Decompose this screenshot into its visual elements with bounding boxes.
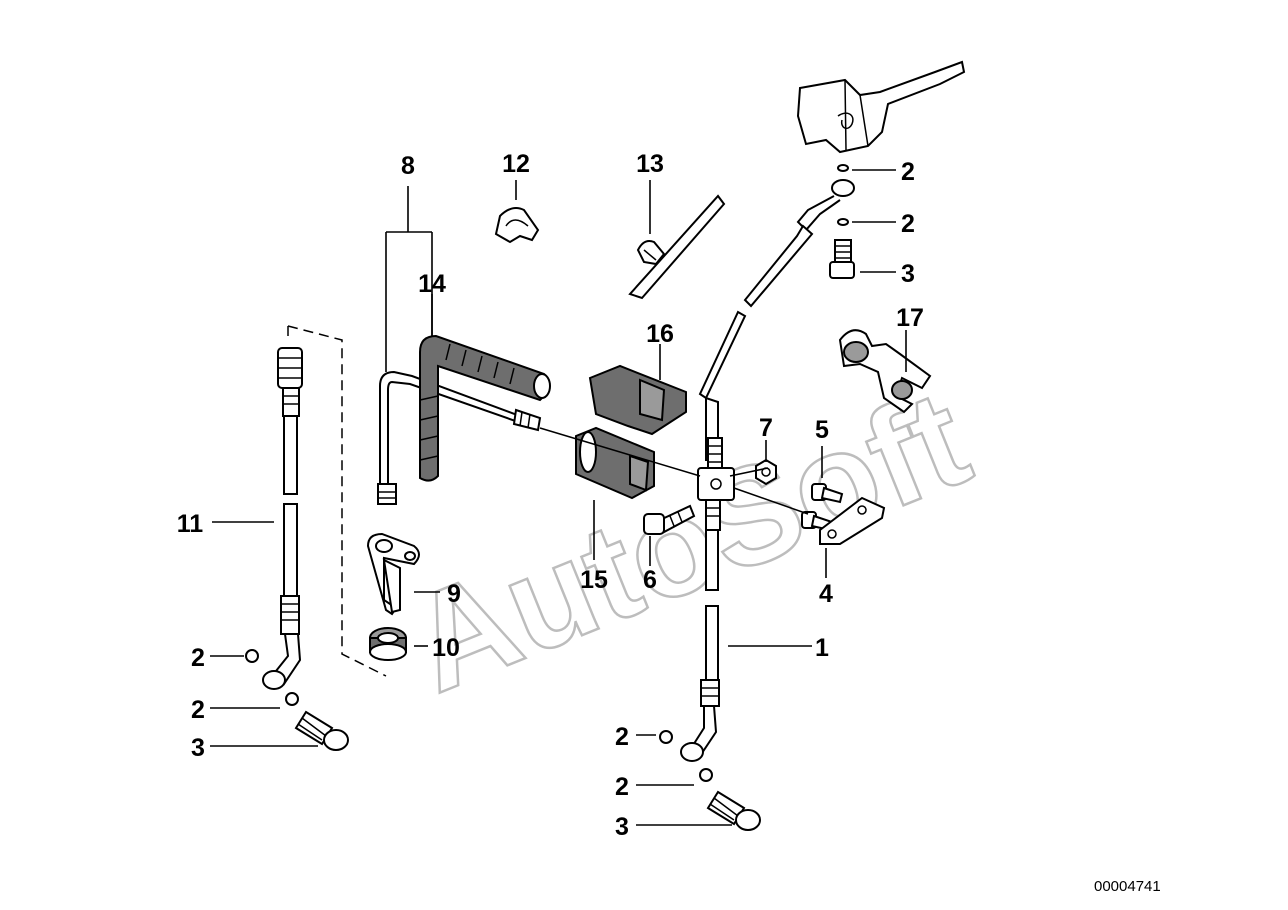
grommet: [369, 627, 407, 661]
callout-2-top-a: 2: [901, 158, 915, 186]
callout-17: 17: [896, 304, 924, 332]
callout-3-top: 3: [901, 260, 915, 288]
callout-14: 14: [418, 270, 446, 298]
callout-15: 15: [580, 566, 608, 594]
callout-9: 9: [447, 580, 461, 608]
leader-lines: [210, 169, 907, 826]
assembly-bracket-dashed: [287, 325, 387, 677]
brake-hose-left: [262, 347, 303, 690]
rubber-holder-16: [588, 364, 687, 436]
banjo-bolt-left: [294, 710, 349, 751]
callout-2-top-b: 2: [901, 210, 915, 238]
banjo-bolt-bottom-right: [706, 790, 761, 831]
callout-3-left: 3: [191, 734, 205, 762]
bracket-4: [819, 496, 886, 545]
clamp-17: [838, 329, 932, 414]
callout-7: 7: [759, 414, 773, 442]
seal-ring-top-2: [837, 218, 849, 226]
callout-1: 1: [815, 634, 829, 662]
callout-2-left-a: 2: [191, 644, 205, 672]
brake-hose-upper: [698, 224, 814, 400]
t-piece-distributor: [697, 467, 735, 531]
callout-5: 5: [815, 416, 829, 444]
callout-11: 11: [177, 510, 204, 538]
callout-6: 6: [643, 566, 657, 594]
callout-13: 13: [636, 150, 664, 178]
watermark: AutoSoft: [390, 361, 988, 722]
callout-4: 4: [819, 580, 833, 608]
callout-16: 16: [646, 320, 674, 348]
seal-ring-bottom-right-1: [659, 730, 673, 744]
callout-2-left-b: 2: [191, 696, 205, 724]
reference-number: 00004741: [1094, 878, 1161, 895]
banjo-bolt-top: [829, 239, 855, 279]
callout-2-right-b: 2: [615, 773, 629, 801]
callout-10: 10: [432, 634, 460, 662]
hex-nut: [755, 458, 777, 486]
seal-ring-left-1: [245, 649, 259, 663]
protective-sleeve: [419, 334, 551, 482]
brake-pipe: [377, 370, 542, 505]
cable-tie: [628, 194, 726, 300]
rubber-holder-15: [575, 426, 655, 500]
seal-ring-bottom-right-2: [699, 768, 713, 782]
holder-plate: [366, 532, 420, 616]
callout-3-right: 3: [615, 813, 629, 841]
callout-2-right-a: 2: [615, 723, 629, 751]
clip: [494, 207, 540, 244]
callout-8: 8: [401, 152, 415, 180]
hex-bolt: [643, 504, 696, 535]
brake-line-main: [705, 396, 723, 475]
brake-master-cylinder: [796, 60, 966, 154]
brake-hose-front: [680, 529, 720, 762]
callout-12: 12: [502, 150, 530, 178]
seal-ring-top-1: [837, 164, 849, 172]
seal-ring-left-2: [285, 692, 299, 706]
